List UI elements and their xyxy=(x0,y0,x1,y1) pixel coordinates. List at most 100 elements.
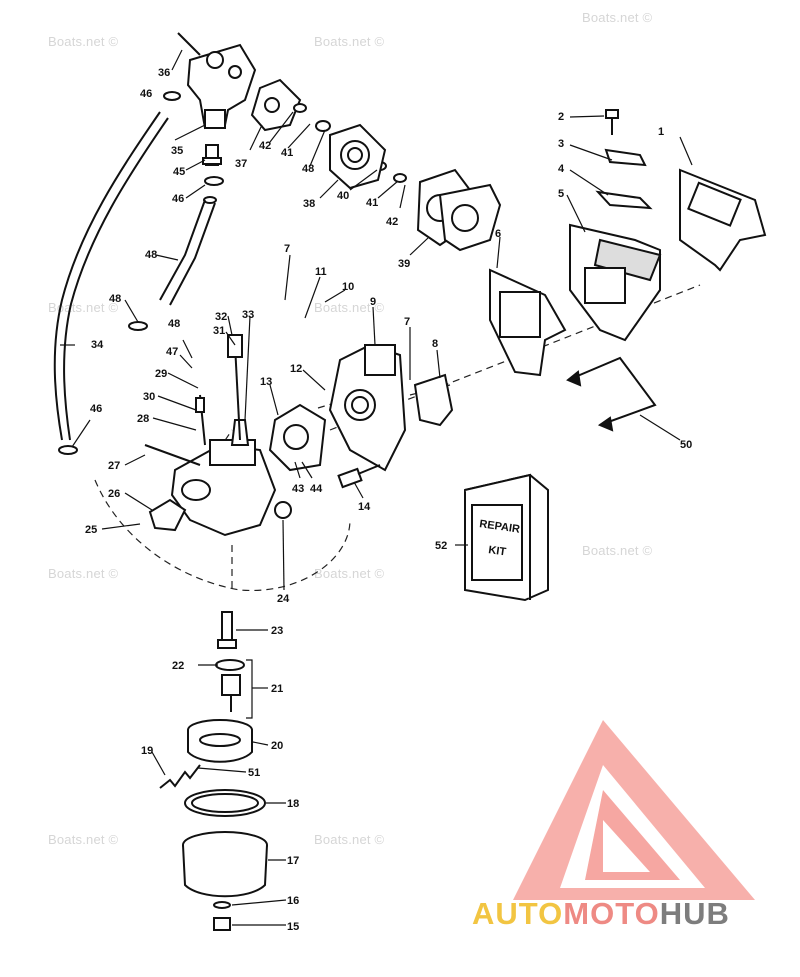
watermark: Boats.net © xyxy=(582,10,653,25)
callout-46: 46 xyxy=(140,88,152,100)
callout-25: 25 xyxy=(85,524,97,536)
callout-27: 27 xyxy=(108,460,120,472)
callout-3: 3 xyxy=(558,138,564,150)
callout-17: 17 xyxy=(287,855,299,867)
callout-34: 34 xyxy=(91,339,104,351)
leader-lines xyxy=(60,49,693,926)
callout-18: 18 xyxy=(287,798,299,810)
watermark: Boats.net © xyxy=(314,300,385,315)
callout-26: 26 xyxy=(108,488,120,500)
brand-wordmark: AUTOMOTOHUB xyxy=(472,896,730,932)
callout-1: 1 xyxy=(658,126,664,138)
callout-20: 20 xyxy=(271,740,283,752)
flange-gasket xyxy=(268,403,327,472)
watermark: Boats.net © xyxy=(48,566,119,581)
callout-labels: 1 2 3 4 5 6 7 7 8 9 10 11 12 13 14 15 16… xyxy=(85,67,692,933)
callout-37: 37 xyxy=(235,158,247,170)
callout-7: 7 xyxy=(284,243,290,255)
watermark: Boats.net © xyxy=(48,300,119,315)
callout-28: 28 xyxy=(137,413,149,425)
nut xyxy=(274,501,292,519)
callout-52: 52 xyxy=(435,540,447,552)
float-bowl xyxy=(182,831,268,898)
fitting xyxy=(202,144,222,166)
callout-12: 12 xyxy=(290,363,302,375)
watermark: Boats.net © xyxy=(582,543,653,558)
brand-part-hub: HUB xyxy=(659,896,730,931)
callout-50: 50 xyxy=(680,439,692,451)
callout-10: 10 xyxy=(342,281,354,293)
screw xyxy=(605,109,619,135)
callout-13: 13 xyxy=(260,376,272,388)
callout-9: 9 xyxy=(370,296,376,308)
bolt xyxy=(337,464,381,489)
callout-38: 38 xyxy=(303,198,315,210)
intake-manifold xyxy=(328,343,407,472)
watermark: Boats.net © xyxy=(314,566,385,581)
callout-39: 39 xyxy=(398,258,410,270)
callout-29: 29 xyxy=(155,368,167,380)
bowl-screw xyxy=(213,901,231,931)
callout-11: 11 xyxy=(315,266,327,278)
callout-8: 8 xyxy=(432,338,438,350)
reed-stop xyxy=(595,148,653,210)
fuel-pump-body xyxy=(177,32,257,130)
reed-block xyxy=(569,223,662,342)
callout-45: 45 xyxy=(173,166,185,178)
callout-16: 16 xyxy=(287,895,299,907)
pump-cover xyxy=(329,123,387,190)
watermark: Boats.net © xyxy=(314,34,385,49)
callout-23: 23 xyxy=(271,625,283,637)
callout-46: 46 xyxy=(172,193,184,205)
brand-part-moto: MOTO xyxy=(563,896,660,931)
bleed-tube xyxy=(566,356,657,432)
diaphragm xyxy=(416,168,502,252)
float xyxy=(187,719,253,763)
callout-51: 51 xyxy=(248,767,260,779)
short-hose xyxy=(159,196,217,306)
watermark: Boats.net © xyxy=(48,832,119,847)
callout-7: 7 xyxy=(404,316,410,328)
throttle-lever xyxy=(413,373,454,427)
brand-logo-icon xyxy=(513,720,755,900)
bowl-gasket xyxy=(184,789,266,817)
callout-44: 44 xyxy=(310,483,323,495)
callout-14: 14 xyxy=(358,501,371,513)
callout-4: 4 xyxy=(558,163,565,175)
callout-48: 48 xyxy=(145,249,157,261)
callout-47: 47 xyxy=(166,346,178,358)
callout-31: 31 xyxy=(213,325,225,337)
callout-2: 2 xyxy=(558,111,564,123)
callout-42: 42 xyxy=(386,216,398,228)
intake-gasket xyxy=(489,268,567,377)
callout-48: 48 xyxy=(109,293,121,305)
callout-21: 21 xyxy=(271,683,283,695)
callout-24: 24 xyxy=(277,593,290,605)
float-bowl-cover xyxy=(148,498,187,532)
callout-35: 35 xyxy=(171,145,183,157)
callout-42: 42 xyxy=(259,140,271,152)
callout-41: 41 xyxy=(366,197,378,209)
watermark: Boats.net © xyxy=(314,832,385,847)
carburetor-body xyxy=(170,419,277,537)
callout-33: 33 xyxy=(242,309,254,321)
repair-kit-label-line1: REPAIR xyxy=(479,518,521,536)
repair-kit-label-line2: KIT xyxy=(488,544,507,558)
callout-22: 22 xyxy=(172,660,184,672)
callout-15: 15 xyxy=(287,921,299,933)
callout-40: 40 xyxy=(337,190,349,202)
watermark: Boats.net © xyxy=(48,34,119,49)
reed-gasket xyxy=(679,168,767,272)
repair-kit-box xyxy=(464,473,549,602)
callout-6: 6 xyxy=(495,228,501,240)
main-jet xyxy=(217,611,237,649)
callout-41: 41 xyxy=(281,147,293,159)
float-valve xyxy=(215,659,245,712)
spring xyxy=(159,764,201,789)
callout-36: 36 xyxy=(158,67,170,79)
callout-19: 19 xyxy=(141,745,153,757)
callout-32: 32 xyxy=(215,311,227,323)
callout-5: 5 xyxy=(558,188,564,200)
